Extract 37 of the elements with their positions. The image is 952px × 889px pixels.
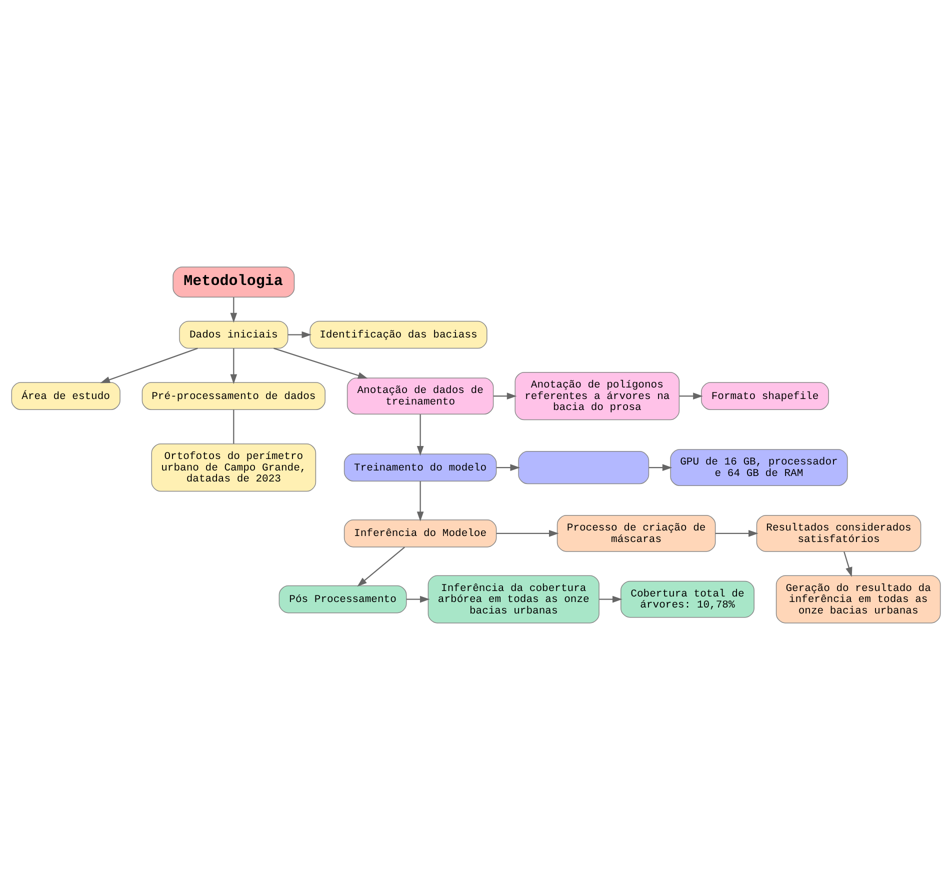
connector [233, 409, 234, 444]
arrow [230, 296, 238, 322]
arrow [679, 392, 703, 400]
arrow [274, 347, 368, 378]
node-box: Anotação de polígonos referentes a árvores na bacia do prosa [514, 372, 680, 420]
node-box: Resultados considerados satisfatórios [756, 514, 922, 552]
node-box: Inferência da cobertura arbórea em todas as onze bacias urbanas [428, 574, 600, 623]
arrow [288, 330, 312, 338]
node-box: Cobertura total de árvores: 10,78% [620, 580, 754, 618]
arrow [406, 595, 430, 602]
node-box: Inferência do Modeloe [344, 519, 497, 547]
node-box: Pré-processamento de dados [142, 382, 326, 410]
node-box: Anotação de dados de treinamento [346, 377, 494, 414]
arrow [416, 480, 424, 521]
arrow [715, 530, 758, 536]
node-box: Metodologia [172, 266, 295, 297]
node-box [518, 450, 650, 484]
node-box: Geração do resultado da inferência em todas as onze bacias urbanas [776, 574, 941, 623]
node-box: Ortofotos do perímetro urbano de Campo Grande, datadas de 2023 [151, 443, 316, 492]
node-box: Treinamento do modelo [344, 453, 497, 481]
arrow [357, 546, 405, 586]
node-box: GPU de 16 GB, processador e 64 GB de RAM [670, 448, 848, 486]
arrow [230, 348, 238, 384]
node-box: Processo de criação de máscaras [556, 514, 716, 552]
node-box: Formato shapefile [701, 382, 829, 410]
arrow [100, 347, 198, 383]
arrow [844, 551, 852, 577]
arrow [496, 464, 520, 470]
arrow [494, 392, 517, 400]
arrow [649, 464, 672, 470]
arrow [496, 530, 559, 536]
arrow [599, 595, 622, 602]
node-box: Área de estudo [11, 382, 120, 410]
node-box: Dados iniciais [179, 320, 288, 348]
arrow [416, 414, 424, 456]
node-box: Pós Processamento [278, 584, 407, 613]
node-box: Identificação das baciass [310, 320, 488, 348]
